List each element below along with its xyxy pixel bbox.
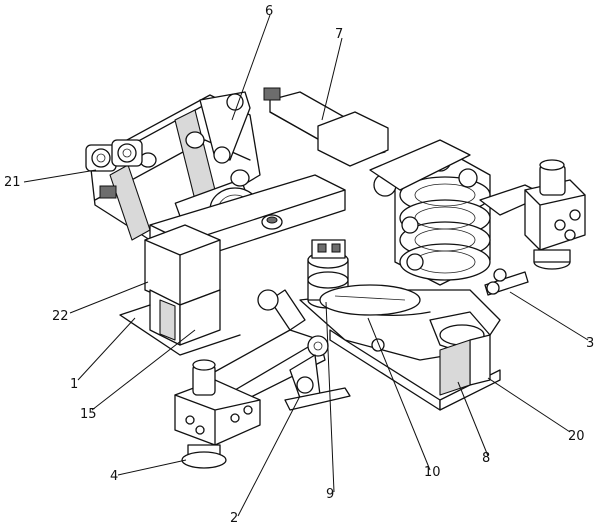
- rotary-drum-assembly: [369, 139, 491, 286]
- callout-22: 22: [52, 309, 69, 324]
- callout-4: 6: [265, 4, 273, 19]
- leader-20: [487, 377, 571, 433]
- front-swing-arm: [199, 289, 351, 411]
- callout-9: 10: [424, 465, 441, 480]
- callout-labels: 6 7 21 22 1 15 3 20 8 10 9 2 4: [4, 4, 594, 526]
- callout-2: 2: [230, 511, 238, 526]
- callout-20: 20: [568, 429, 585, 444]
- leader-1: [77, 317, 136, 381]
- leader-15: [91, 329, 196, 411]
- right-outrigger: [479, 159, 586, 296]
- leader-2: [237, 395, 301, 517]
- leader-8: [457, 381, 489, 457]
- leader-3: [509, 291, 589, 341]
- callout-7: 7: [335, 27, 343, 42]
- left-column-block: [119, 224, 241, 356]
- leader-21: [23, 169, 97, 183]
- callout-15: 15: [80, 407, 97, 422]
- pivot-bracket-21: [85, 139, 143, 199]
- leader-7: [321, 37, 343, 121]
- leader-6: [117, 459, 187, 476]
- rotary-hub-10: [307, 239, 421, 316]
- front-leg-block-6: [174, 359, 261, 469]
- leader-4: [231, 14, 271, 121]
- callout-3: 3: [586, 336, 594, 351]
- callout-leaders: [23, 14, 589, 517]
- top-beam-7: [263, 87, 389, 167]
- callout-1: 1: [70, 377, 78, 392]
- leader-10: [325, 301, 335, 493]
- callout-8: 8: [482, 451, 490, 466]
- callout-10: 9: [326, 487, 334, 502]
- link-arm-4: [199, 91, 251, 164]
- leader-22: [69, 281, 149, 314]
- callout-6: 4: [110, 469, 118, 484]
- leader-9: [367, 317, 431, 471]
- callout-21: 21: [4, 175, 21, 190]
